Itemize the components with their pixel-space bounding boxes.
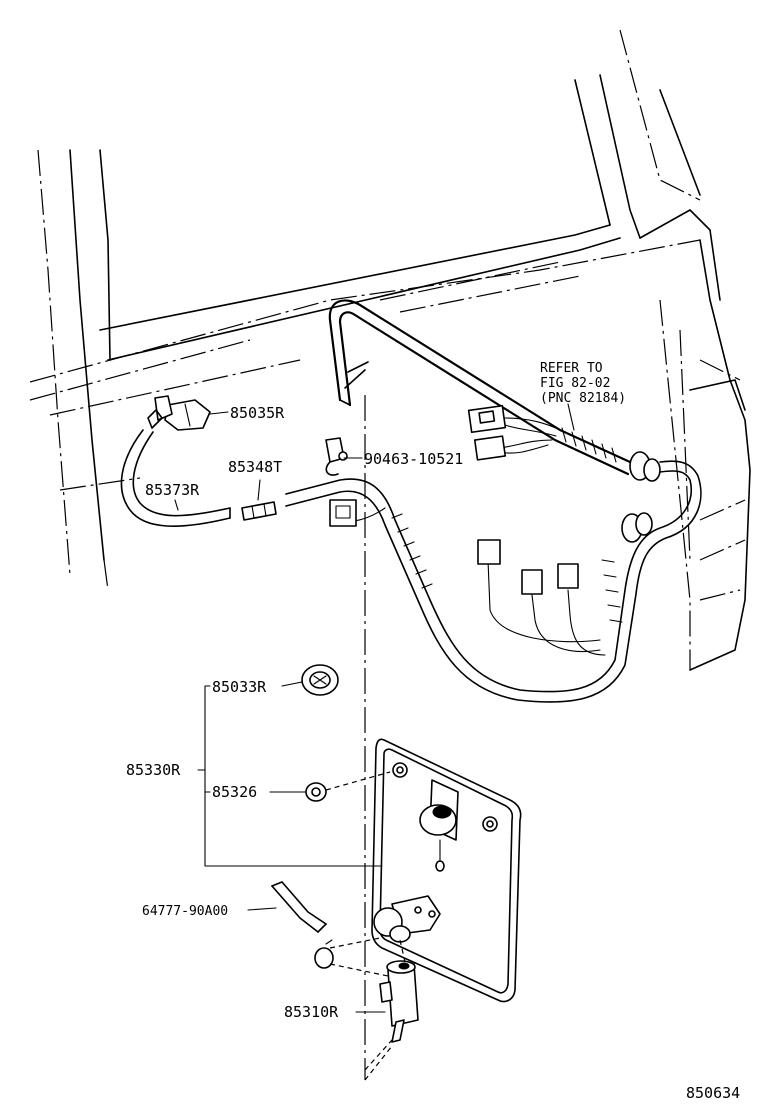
label-85348T: 85348T [228, 458, 282, 476]
washer-nozzle-85035R [147, 395, 211, 431]
clamp-ring [314, 939, 334, 969]
grommet-85326 [305, 782, 327, 802]
label-85373R: 85373R [145, 481, 200, 499]
refer-pnc-text: (PNC 82184) [540, 391, 626, 406]
main-hose-harness [285, 299, 702, 703]
label-85326: 85326 [212, 783, 257, 801]
label-85310R: 85310R [284, 1003, 339, 1021]
refer-fig-text: FIG 82-02 [540, 376, 610, 391]
hose-joint-85348T [241, 501, 277, 521]
label-85330R: 85330R [126, 761, 181, 779]
label-85033R: 85033R [212, 678, 267, 696]
clip-90463-10521 [325, 437, 348, 476]
label-64777-90A00: 64777-90A00 [142, 904, 228, 919]
label-90463-10521: 90463-10521 [364, 450, 463, 468]
assembly-lines [325, 771, 406, 1081]
figure-number: 850634 [686, 1084, 740, 1102]
hose-64777-90A00 [271, 881, 327, 933]
leader-lines [174, 403, 575, 1013]
reservoir-plate [371, 738, 522, 1003]
nozzle-cap-85033R [301, 664, 339, 696]
refer-to-text: REFER TO [540, 361, 603, 376]
hose-85373R [120, 429, 231, 527]
body-outline [29, 29, 751, 1080]
labels: REFER TO FIG 82-02 (PNC 82184) 85035R 85… [126, 361, 740, 1102]
washer-pump-85310R [379, 960, 419, 1043]
label-85035R: 85035R [230, 404, 285, 422]
